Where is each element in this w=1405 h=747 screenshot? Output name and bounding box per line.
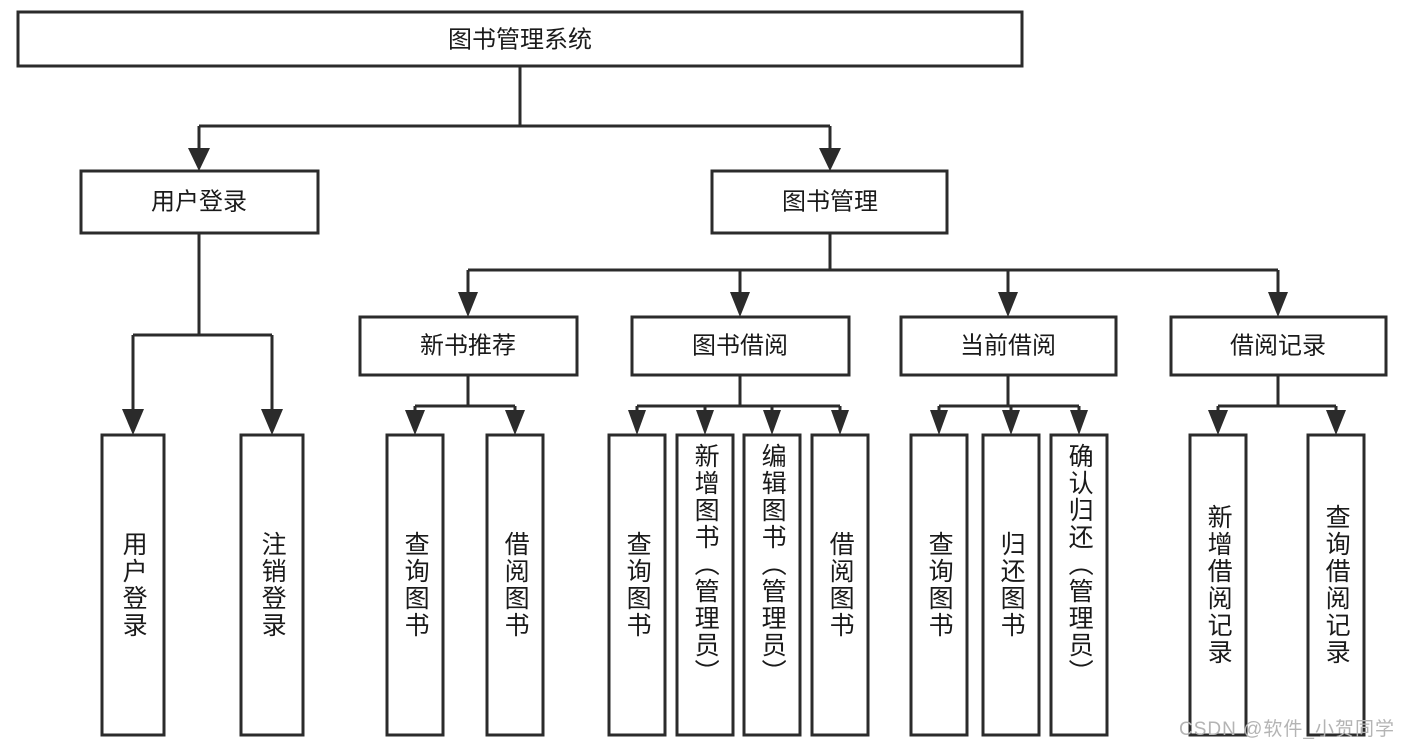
leaf-node-add-borrow-record[interactable] bbox=[1188, 433, 1248, 737]
leaf-node-confirm-return-admin[interactable] bbox=[1049, 433, 1109, 737]
arrow-head-leaf-query-book-current bbox=[930, 410, 948, 435]
node-current-borrow[interactable] bbox=[899, 315, 1118, 377]
node-new-book-recommend[interactable] bbox=[358, 315, 579, 377]
arrow-head-user-login bbox=[188, 148, 210, 171]
leaf-node-borrow-book-recommend[interactable] bbox=[485, 433, 545, 737]
node-book-borrow[interactable] bbox=[630, 315, 851, 377]
node-book-management-label: 图书管理 bbox=[782, 188, 878, 215]
leaf-node-add-book-admin[interactable] bbox=[675, 433, 735, 737]
leaf-node-edit-book-admin[interactable] bbox=[742, 433, 802, 737]
leaf-node-return-book[interactable] bbox=[981, 433, 1041, 737]
arrow-head-book-borrow bbox=[730, 292, 750, 317]
leaf-node-query-book-borrow[interactable] bbox=[607, 433, 667, 737]
node-user-login-label: 用户登录 bbox=[151, 188, 247, 215]
arrow-head-leaf-borrow-book bbox=[831, 410, 849, 435]
arrow-head-new-book-recommend bbox=[458, 292, 478, 317]
nodes-layer: 图书管理系统 用户登录 图书管理 新书推荐 图书借阅 当前借阅 借阅记录 bbox=[16, 10, 1388, 377]
leaf-node-user-login[interactable] bbox=[100, 433, 166, 737]
node-borrow-record[interactable] bbox=[1169, 315, 1388, 377]
node-borrow-record-label: 借阅记录 bbox=[1230, 332, 1326, 359]
node-book-borrow-label: 图书借阅 bbox=[692, 332, 788, 359]
arrow-head-leaf-query-book-borrow bbox=[628, 410, 646, 435]
node-book-management[interactable] bbox=[710, 169, 949, 235]
arrow-head-leaf-return-book bbox=[1002, 410, 1020, 435]
node-new-book-recommend-label: 新书推荐 bbox=[420, 332, 516, 359]
edges-layer bbox=[122, 66, 1346, 435]
csdn-watermark: CSDN @软件_小贺同学 bbox=[1179, 719, 1395, 740]
leaf-node-borrow-book[interactable] bbox=[810, 433, 870, 737]
arrow-head-leaf-query-borrow-record bbox=[1326, 410, 1346, 435]
leaf-node-query-book-recommend[interactable] bbox=[385, 433, 445, 737]
node-current-borrow-label: 当前借阅 bbox=[960, 332, 1056, 359]
node-root-label: 图书管理系统 bbox=[448, 26, 592, 53]
leaf-node-query-borrow-record[interactable] bbox=[1306, 433, 1366, 737]
arrow-head-leaf-user-login bbox=[122, 409, 144, 435]
arrow-head-leaf-add-borrow-record bbox=[1208, 410, 1228, 435]
leaf-node-logout-login[interactable] bbox=[239, 433, 305, 737]
arrow-head-leaf-edit-book-admin bbox=[763, 410, 781, 435]
node-user-login[interactable] bbox=[79, 169, 320, 235]
node-root[interactable] bbox=[16, 10, 1024, 68]
arrow-head-book-management bbox=[819, 148, 841, 171]
arrow-head-borrow-record bbox=[1268, 292, 1288, 317]
arrow-head-leaf-query-book-recommend bbox=[405, 410, 425, 435]
arrow-head-current-borrow bbox=[998, 292, 1018, 317]
arrow-head-leaf-add-book-admin bbox=[696, 410, 714, 435]
arrow-head-leaf-borrow-book-recommend bbox=[505, 410, 525, 435]
leaf-node-query-book-current[interactable] bbox=[909, 433, 969, 737]
arrow-head-leaf-confirm-return-admin bbox=[1070, 410, 1088, 435]
leaf-boxes-layer bbox=[100, 433, 1366, 737]
arrow-head-leaf-logout-login bbox=[261, 409, 283, 435]
